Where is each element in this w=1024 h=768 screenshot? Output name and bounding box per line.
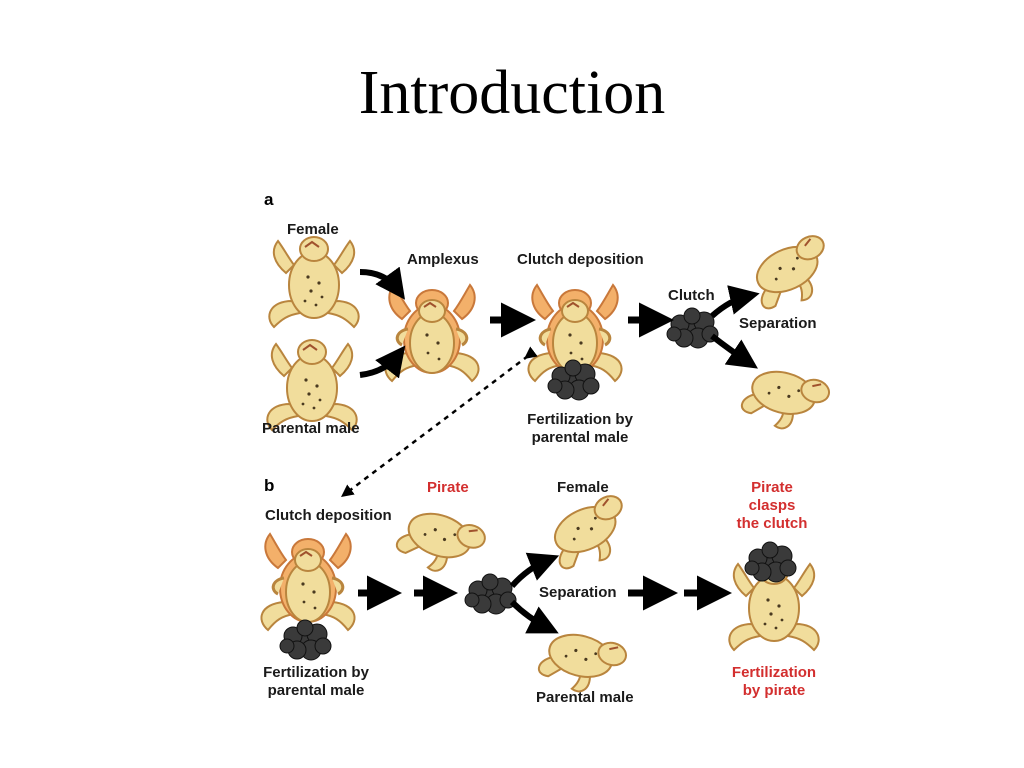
- label-fertilization-pirate-line1: Fertilization: [731, 664, 817, 681]
- frog-clutch-deposition-b: [259, 532, 357, 632]
- frog-female-a: [268, 236, 360, 328]
- label-fertilization-pirate: Fertilization by pirate: [722, 664, 826, 700]
- dotted-link-arrow: [341, 346, 538, 498]
- label-amplexus: Amplexus: [407, 251, 479, 268]
- label-parental-male-b: Parental male: [536, 689, 634, 706]
- frog-amplexus-a: [383, 283, 481, 383]
- panel-a-letter: a: [264, 190, 274, 209]
- arrow-separation-up-a: [710, 285, 760, 319]
- label-fertilization-b-line1: Fertilization by: [263, 664, 369, 681]
- label-clutch-deposition-b: Clutch deposition: [265, 507, 392, 524]
- arrow-separation-down-b: [509, 599, 559, 634]
- label-pirate: Pirate: [427, 479, 469, 496]
- label-female-b: Female: [557, 479, 609, 496]
- panel-b-letter: b: [264, 476, 275, 495]
- clutch-separate-b: [464, 573, 517, 615]
- label-parental-male-a: Parental male: [262, 420, 360, 437]
- label-clutch: Clutch: [668, 287, 715, 304]
- label-separation-b: Separation: [539, 584, 617, 601]
- label-fertilization-pirate-line2: by pirate: [742, 682, 806, 699]
- clutch-b: [279, 619, 332, 661]
- label-separation-a: Separation: [739, 315, 817, 332]
- label-clutch-deposition-a: Clutch deposition: [517, 251, 644, 268]
- label-fertilization-a: Fertilization by parental male: [518, 411, 642, 447]
- label-fertilization-b-line2: parental male: [267, 682, 365, 699]
- label-pirate-clasps-line3: the clutch: [736, 515, 808, 532]
- label-pirate-clasps: Pirate clasps the clutch: [724, 479, 820, 533]
- frog-pirate: [391, 502, 490, 585]
- label-fertilization-b: Fertilization by parental male: [254, 664, 378, 700]
- clutch-pirate: [744, 541, 797, 583]
- label-pirate-clasps-line1: Pirate: [751, 479, 793, 496]
- page-title: Introduction: [358, 59, 666, 127]
- frog-female-b: [541, 490, 641, 578]
- label-pirate-clasps-line2: clasps: [748, 497, 796, 514]
- frog-male-separated-a: [737, 361, 833, 440]
- label-fertilization-a-line2: parental male: [531, 429, 629, 446]
- arrow-separation-down-a: [710, 333, 758, 369]
- arrow-female-to-amplexus: [359, 266, 406, 300]
- frog-male-a: [266, 339, 358, 431]
- frog-female-separated-a: [743, 230, 843, 318]
- label-female-a: Female: [287, 221, 339, 238]
- label-fertilization-a-line1: Fertilization by: [527, 411, 633, 428]
- arrow-separation-up-b: [509, 552, 560, 589]
